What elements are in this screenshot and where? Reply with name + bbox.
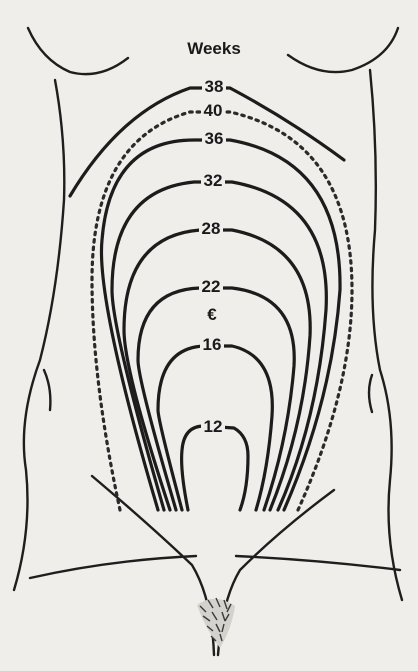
right-flank-mark [369, 375, 372, 412]
left-body-contour [14, 80, 64, 590]
left-flank-mark [44, 370, 50, 410]
left-groin-line [92, 476, 214, 655]
fundal-curves [70, 88, 352, 510]
label-22: 22 [202, 277, 221, 296]
label-36: 36 [205, 129, 224, 148]
left-breast-outline [28, 28, 128, 74]
pubic-hair-shading [197, 598, 235, 648]
curve-12-weeks [182, 426, 248, 510]
week-labels: Weeks 38 40 36 32 28 22 € 16 12 [187, 39, 241, 436]
label-38: 38 [205, 77, 224, 96]
weeks-header-label: Weeks [187, 39, 241, 58]
right-lower-abdomen-line [236, 556, 400, 570]
label-16: 16 [203, 335, 222, 354]
label-28: 28 [202, 219, 221, 238]
label-12: 12 [204, 417, 223, 436]
curve-36-weeks [101, 140, 340, 510]
right-groin-line [218, 490, 334, 655]
label-32: 32 [204, 171, 223, 190]
left-lower-abdomen-line [30, 556, 196, 578]
right-body-contour [370, 70, 402, 600]
umbilicus-symbol: € [207, 305, 217, 324]
right-breast-outline [288, 28, 398, 72]
label-40: 40 [204, 101, 223, 120]
